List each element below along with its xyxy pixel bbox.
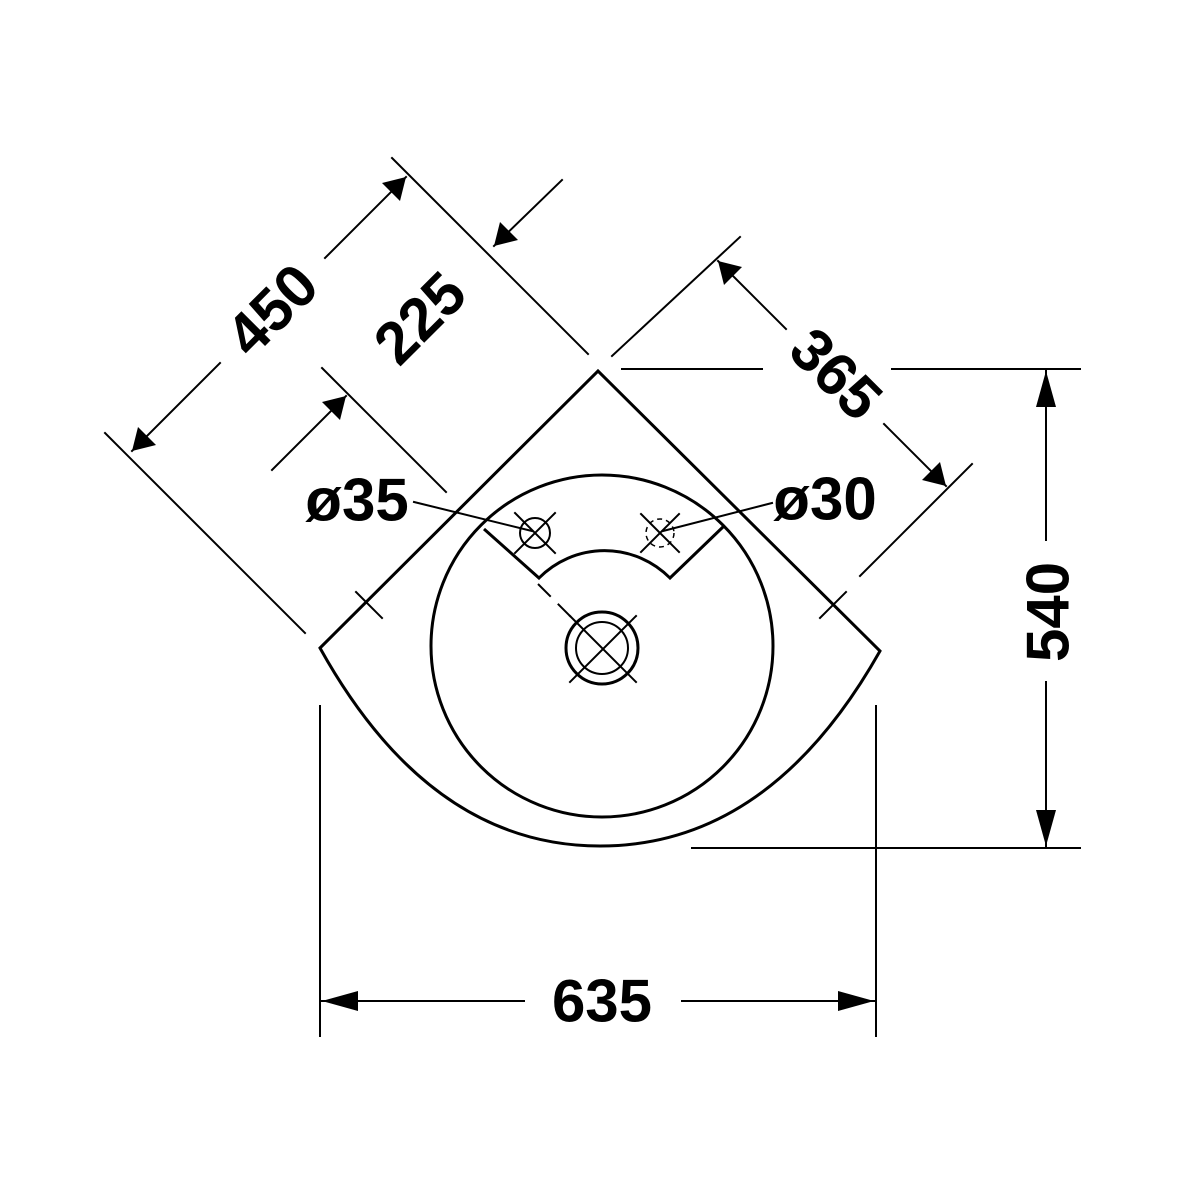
basin-outline bbox=[318, 368, 882, 848]
dim-225-arrow bbox=[322, 396, 346, 420]
callout-right-hole: ø30 bbox=[661, 466, 877, 533]
right-center-tick bbox=[818, 590, 848, 620]
dim-635-arrow-right bbox=[838, 991, 874, 1011]
callout-right-label: ø30 bbox=[773, 466, 876, 533]
dim-450-ext-bottom bbox=[103, 431, 307, 635]
tap-hole-left bbox=[513, 511, 557, 555]
dim-225-label: 225 bbox=[361, 259, 479, 377]
dim-365-arrow-bottom bbox=[922, 462, 946, 486]
drain bbox=[537, 583, 640, 686]
bowl-rim bbox=[429, 473, 775, 819]
dim-450-arrow-top bbox=[382, 177, 406, 201]
dim-225-arrow-top bbox=[494, 222, 518, 246]
callout-left-leader bbox=[412, 500, 534, 533]
tap-hole-right-circle bbox=[645, 518, 675, 548]
tap-hole-right-cross-b bbox=[639, 512, 681, 554]
dim-540-label: 540 bbox=[1015, 562, 1082, 662]
callout-right-leader bbox=[661, 501, 774, 533]
callout-left-hole: ø35 bbox=[305, 467, 534, 534]
drain-inner-ring bbox=[575, 621, 629, 675]
dim-365-arrow-top bbox=[718, 261, 742, 285]
dim-225-ext bbox=[320, 366, 448, 494]
drain-cross-b bbox=[568, 614, 638, 684]
dim-540-arrow-bottom bbox=[1036, 810, 1056, 846]
dim-225: 225 bbox=[270, 178, 564, 494]
tap-hole-left-circle bbox=[519, 517, 551, 549]
basin-body bbox=[318, 368, 882, 848]
dim-635-label: 635 bbox=[552, 968, 652, 1035]
tap-hole-left-cross-b bbox=[513, 511, 557, 555]
dim-365-label: 365 bbox=[777, 315, 895, 433]
callout-left-label: ø35 bbox=[305, 467, 408, 534]
left-center-tick bbox=[354, 590, 384, 620]
drain-centerline bbox=[537, 583, 575, 621]
dim-635-arrow-left bbox=[322, 991, 358, 1011]
dim-365-ext-bottom bbox=[858, 462, 974, 578]
dim-635: 635 bbox=[319, 705, 877, 1037]
tap-ledge bbox=[483, 524, 726, 581]
dim-540-arrow-top bbox=[1036, 371, 1056, 407]
dim-540: 540 bbox=[621, 368, 1082, 849]
dim-365-ext-top bbox=[610, 235, 742, 358]
tap-hole-right bbox=[639, 512, 681, 554]
drain-outer-ring bbox=[564, 610, 640, 686]
dim-450-label: 450 bbox=[213, 251, 331, 369]
dim-450-ext-top bbox=[390, 156, 590, 356]
dim-450-arrow-bottom bbox=[132, 427, 156, 451]
